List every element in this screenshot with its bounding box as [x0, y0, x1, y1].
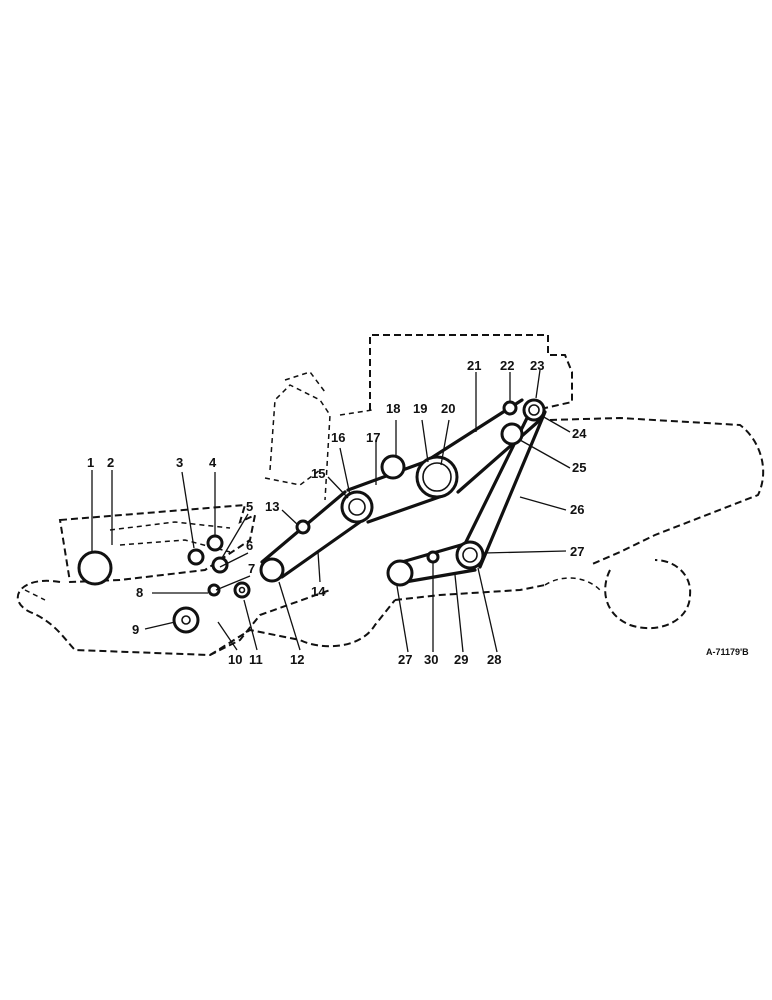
callout-17: 17 [366, 430, 380, 445]
callout-19: 19 [413, 401, 427, 416]
callout-12: 12 [290, 652, 304, 667]
callout-16: 16 [331, 430, 345, 445]
callout-6: 6 [246, 538, 253, 553]
pulley-11 [233, 581, 251, 599]
callout-23: 23 [530, 358, 544, 373]
callout-1: 1 [87, 455, 94, 470]
callout-24: 24 [572, 426, 587, 441]
pulley-30 [426, 550, 440, 564]
belts [260, 398, 547, 584]
machine-outline [16, 334, 765, 657]
pulley-23 [522, 398, 546, 422]
callout-5: 5 [246, 499, 253, 514]
callout-22: 22 [500, 358, 514, 373]
pulley-7 [207, 583, 221, 597]
callout-29: 29 [454, 652, 468, 667]
callout-10: 10 [228, 652, 242, 667]
callout-20: 20 [441, 401, 455, 416]
callout-9: 9 [132, 622, 139, 637]
callout-21: 21 [467, 358, 481, 373]
callout-25: 25 [572, 460, 586, 475]
pulley-3 [187, 548, 205, 566]
drawing-code: A-71179'B [706, 647, 749, 657]
pulley-18 [380, 454, 406, 480]
callout-3: 3 [176, 455, 183, 470]
pulleys [77, 398, 546, 634]
callout-7: 7 [248, 561, 255, 576]
callout-11: 11 [249, 652, 263, 667]
callout-28: 28 [487, 652, 501, 667]
pulley-4 [206, 534, 224, 552]
leader-lines [91, 369, 571, 653]
callout-18: 18 [386, 401, 400, 416]
pulley-28 [455, 540, 485, 570]
pulley-12 [259, 557, 285, 583]
callout-14: 14 [311, 584, 326, 599]
pulley-22 [502, 400, 518, 416]
callout-2: 2 [107, 455, 114, 470]
callout-27-right: 27 [570, 544, 584, 559]
pulley-5 [211, 556, 229, 574]
pulley-25 [500, 422, 524, 446]
pulley-1 [77, 550, 113, 586]
callout-13: 13 [265, 499, 279, 514]
pulley-15 [340, 490, 374, 524]
callout-30: 30 [424, 652, 438, 667]
callout-27-bottom: 27 [398, 652, 412, 667]
callout-8: 8 [136, 585, 143, 600]
pulley-9 [172, 606, 200, 634]
pulley-13 [295, 519, 311, 535]
callout-15: 15 [311, 466, 325, 481]
callout-4: 4 [209, 455, 217, 470]
callout-26: 26 [570, 502, 584, 517]
pulley-27-left [386, 559, 414, 587]
callout-labels: 1 2 3 4 5 6 7 8 9 10 11 12 13 14 15 16 1… [87, 358, 587, 667]
